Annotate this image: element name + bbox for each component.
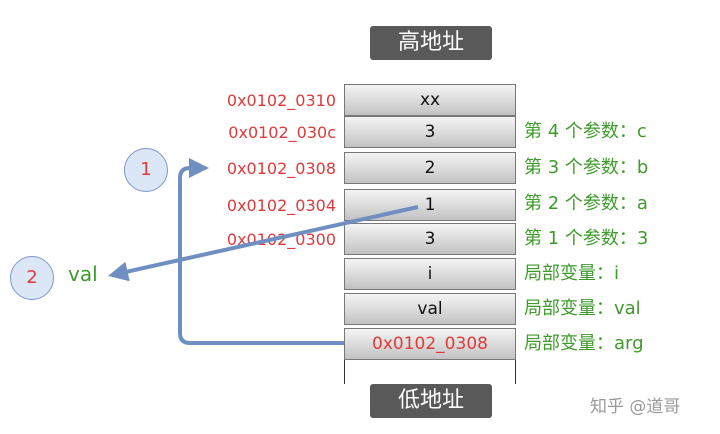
address-label: 0x0102_030c (228, 123, 336, 142)
annotation: 局部变量：val (524, 298, 641, 319)
annotation: 第 3 个参数：b (524, 157, 649, 178)
stack-cell: 3 (344, 116, 516, 148)
step-2-badge: 2 (10, 256, 54, 300)
watermark: 知乎 @道哥 (590, 397, 681, 417)
annotation: 局部变量：arg (524, 333, 644, 354)
value-arrow (108, 205, 419, 282)
val-label: val (68, 262, 98, 286)
pointer-arrow (178, 158, 344, 345)
address-label: 0x0102_0308 (226, 159, 336, 178)
stack-cell: i (344, 258, 516, 290)
stack-cell: val (344, 293, 516, 325)
address-label: 0x0102_0310 (226, 91, 336, 110)
annotation: 第 1 个参数：3 (524, 228, 649, 249)
step-1-badge: 1 (124, 148, 168, 192)
frame-right-edge (515, 360, 516, 384)
annotation: 第 4 个参数：c (524, 121, 647, 142)
stack-cell-pointer: 0x0102_0308 (344, 328, 516, 360)
annotation: 第 2 个参数：a (524, 193, 648, 214)
frame-left-edge (344, 360, 345, 384)
annotation: 局部变量：i (524, 263, 620, 284)
high-address-label: 高地址 (370, 26, 492, 60)
stack-cell: xx (344, 84, 516, 116)
stack-cell: 1 (344, 189, 516, 221)
low-address-label: 低地址 (370, 384, 492, 418)
address-label: 0x0102_0304 (226, 196, 336, 215)
stack-cell: 3 (344, 223, 516, 255)
stack-cell: 2 (344, 152, 516, 184)
